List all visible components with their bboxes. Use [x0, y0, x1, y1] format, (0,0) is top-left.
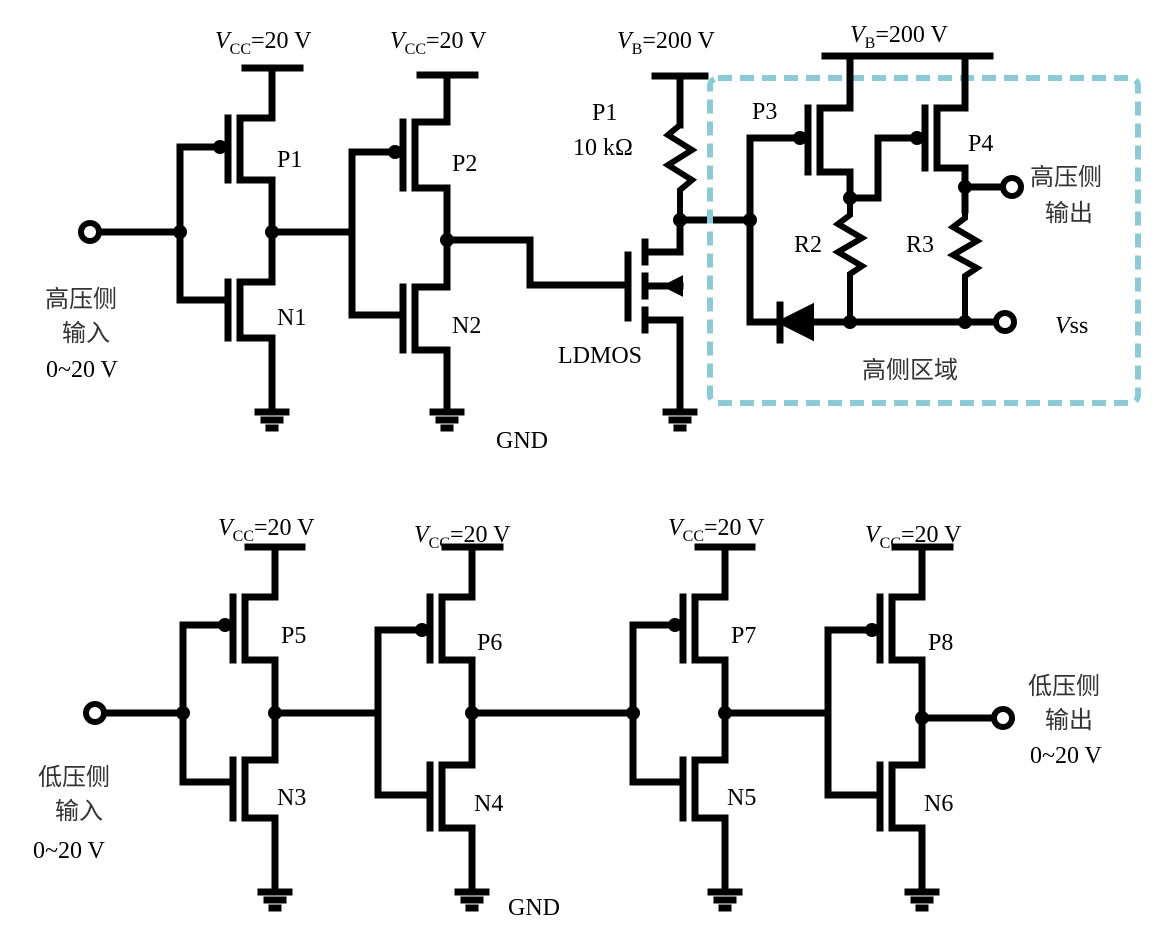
label-low-output-3: 0~20 V: [1030, 743, 1103, 769]
vcc-label-3: VCC=20 V: [218, 515, 315, 545]
label-p5: P5: [281, 623, 306, 649]
inverter-p2-n2: [268, 71, 479, 432]
inverter-p8-n6: [721, 543, 1004, 912]
label-low-input-2: 输入: [55, 797, 103, 825]
vb-label-2: VB=200 V: [850, 22, 948, 52]
inverter-p6-n4: [271, 543, 504, 912]
label-resistor-name: P1: [592, 100, 617, 126]
label-low-input-1: 低压侧: [38, 763, 110, 791]
label-p3: P3: [752, 99, 777, 125]
vcc-label-1: VCC=20 V: [215, 28, 312, 58]
high-side-output-terminal: [1000, 175, 1024, 199]
label-n4: N4: [474, 791, 503, 817]
label-low-output-2: 输出: [1045, 706, 1093, 734]
label-gnd-top: GND: [496, 428, 548, 454]
label-n3: N3: [277, 785, 306, 811]
high-side-input-terminal: [78, 220, 102, 244]
vss-terminal: [993, 310, 1017, 334]
high-side-box: [707, 75, 1141, 406]
wire-to-ldmos: [443, 236, 629, 289]
label-r2: R2: [794, 232, 822, 258]
label-p1: P1: [277, 147, 302, 173]
high-side-region: [707, 52, 1141, 406]
label-p7: P7: [731, 623, 756, 649]
label-p4: P4: [968, 131, 993, 157]
vcc-label-6: VCC=20 V: [865, 522, 962, 552]
vcc-label-5: VCC=20 V: [668, 515, 765, 545]
inverter-p1-n1: [86, 64, 304, 432]
inverter-p5-n3: [176, 543, 306, 912]
label-n6: N6: [924, 791, 953, 817]
label-ldmos: LDMOS: [558, 343, 642, 369]
p1-gate-bubble: [213, 140, 227, 154]
label-r3: R3: [906, 232, 934, 258]
inverter-p7-n5: [468, 543, 756, 912]
ldmos-transistor: [624, 72, 754, 432]
label-resistor-value: 10 kΩ: [573, 135, 633, 161]
label-low-output-1: 低压侧: [1028, 672, 1100, 700]
vcc-label-4: VCC=20 V: [414, 522, 511, 552]
label-high-side-region: 高侧区域: [862, 356, 958, 384]
label-p6: P6: [477, 630, 502, 656]
label-p8: P8: [928, 630, 953, 656]
label-low-input-3: 0~20 V: [33, 838, 106, 864]
label-high-input-1: 高压侧: [45, 285, 117, 313]
label-p2: P2: [452, 151, 477, 177]
vb-label-1: VB=200 V: [617, 28, 715, 58]
low-side-output-terminal: [991, 706, 1015, 730]
label-n5: N5: [727, 785, 756, 811]
label-high-output-2: 输出: [1045, 199, 1093, 227]
label-n1: N1: [277, 305, 306, 331]
label-gnd-bottom: GND: [508, 895, 560, 921]
vcc-label-2: VCC=20 V: [390, 28, 487, 58]
low-side-input-terminal: [83, 701, 107, 725]
label-high-output-1: 高压侧: [1030, 163, 1102, 191]
label-n2: N2: [452, 313, 481, 339]
label-vss: Vss: [1055, 313, 1088, 339]
label-high-input-2: 输入: [62, 319, 110, 347]
label-high-input-3: 0~20 V: [46, 357, 119, 383]
